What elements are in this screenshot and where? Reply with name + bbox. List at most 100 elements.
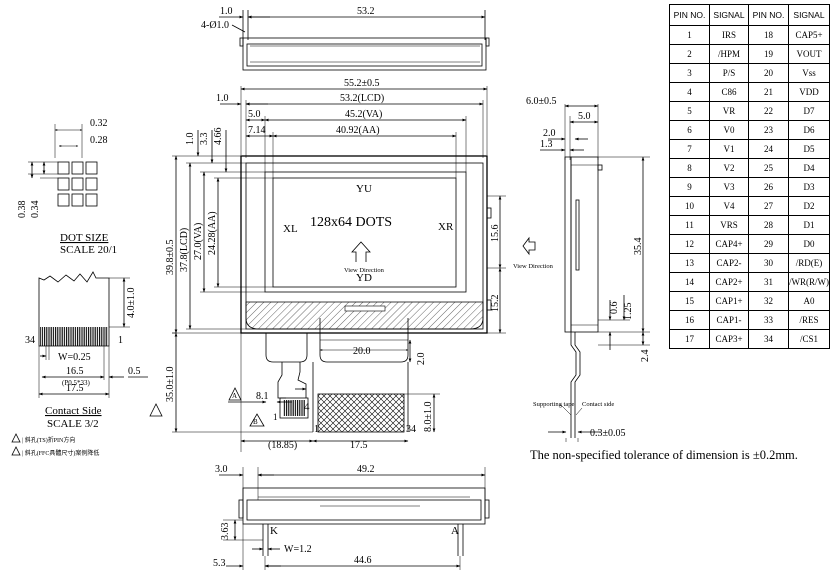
- dim-side-5-0: 5.0: [578, 111, 591, 122]
- contact-pin-34: 34: [25, 335, 35, 346]
- pin-number-cell: 20: [748, 63, 789, 83]
- tolerance-note: The non-specified tolerance of dimension…: [530, 448, 798, 462]
- signal-cell: D3: [788, 177, 830, 197]
- pin-number-cell: 14: [669, 272, 710, 292]
- label-contact-side: Contact side: [582, 401, 614, 408]
- signal-cell: CAP5+: [788, 25, 830, 45]
- signal-cell: VRS: [709, 215, 749, 235]
- signal-cell: IRS: [709, 25, 749, 45]
- legend-b: | 斜孔(FFC具體尺寸)案例降低: [22, 449, 99, 457]
- header-signal-2: SIGNAL: [788, 4, 830, 26]
- pin-number-cell: 11: [669, 215, 710, 235]
- top-view: 1.0 53.2 4-Ø1.0: [201, 6, 490, 71]
- signal-cell: D2: [788, 196, 830, 216]
- dim-20-0: 20.0: [353, 346, 371, 357]
- signal-cell: CAP3+: [709, 329, 749, 349]
- signal-cell: CAP1-: [709, 310, 749, 330]
- signal-cell: /WR(R/W): [788, 272, 830, 292]
- dim-v-1-0: 1.0: [185, 133, 196, 146]
- pin-number-cell: 34: [748, 329, 789, 349]
- signal-cell: CAP1+: [709, 291, 749, 311]
- signal-cell: D6: [788, 120, 830, 140]
- dim-55-2: 55.2±0.5: [344, 78, 380, 89]
- dim-0-38: 0.38: [17, 201, 28, 219]
- dim-0-5: 0.5: [128, 366, 141, 377]
- signal-cell: D4: [788, 158, 830, 178]
- pin-number-cell: 19: [748, 44, 789, 64]
- pin-number-cell: 31: [748, 272, 789, 292]
- pin-number-cell: 8: [669, 158, 710, 178]
- pin-number-cell: 18: [748, 25, 789, 45]
- signal-cell: /RES: [788, 310, 830, 330]
- dim-lcd: 53.2(LCD): [340, 93, 384, 104]
- header-pin-no-2: PIN NO.: [748, 4, 789, 26]
- signal-cell: P/S: [709, 63, 749, 83]
- pin-number-cell: 7: [669, 139, 710, 159]
- legend: | 斜孔(TS)折PIN方向 | 斜孔(FFC具體尺寸)案例降低: [11, 433, 99, 457]
- pin-number-cell: 16: [669, 310, 710, 330]
- signal-cell: /CS1: [788, 329, 830, 349]
- signal-cell: D5: [788, 139, 830, 159]
- signal-cell: CAP2+: [709, 272, 749, 292]
- dim-fpc-17-5: 17.5: [350, 440, 368, 451]
- pin-number-cell: 2: [669, 44, 710, 64]
- signal-cell: V2: [709, 158, 749, 178]
- pin-number-cell: 24: [748, 139, 789, 159]
- dim-49-2: 49.2: [357, 464, 375, 475]
- pin-number-cell: 9: [669, 177, 710, 197]
- signal-cell: CAP2-: [709, 253, 749, 273]
- dot-size-title: DOT SIZE: [60, 232, 109, 244]
- front-view: 55.2±0.5 1.0 53.2(LCD) 5.0 45.2(VA) 7.14…: [149, 78, 506, 452]
- contact-title: Contact Side: [45, 405, 102, 417]
- dot-size-scale: SCALE 20/1: [60, 244, 117, 256]
- pin-number-cell: 6: [669, 120, 710, 140]
- dim-7-14: 7.14: [248, 125, 266, 136]
- label-marker-4: 4: [304, 401, 310, 413]
- dim-3-3: 3.3: [199, 133, 210, 146]
- dim-18-85: (18.85): [268, 440, 297, 451]
- signal-cell: /HPM: [709, 44, 749, 64]
- label-pin-1: 1: [314, 424, 319, 435]
- dim-24-28: 24.28(AA): [207, 211, 218, 255]
- header-signal-1: SIGNAL: [709, 4, 749, 26]
- dim-contact-w: W=0.25: [58, 352, 91, 363]
- pin-number-cell: 22: [748, 101, 789, 121]
- contact-scale: SCALE 3/2: [47, 418, 99, 430]
- signal-cell: V0: [709, 120, 749, 140]
- dim-side-6-0: 6.0±0.5: [526, 96, 557, 107]
- marker-b-letter: B: [253, 418, 258, 426]
- dim-27-0: 27.0(VA): [193, 223, 204, 260]
- signal-cell: VR: [709, 101, 749, 121]
- contact-pin-1: 1: [118, 335, 123, 346]
- dim-side-1-3: 1.3: [540, 139, 553, 150]
- dim-35-4: 35.4: [633, 238, 644, 256]
- dim-37-8: 37.8(LCD): [179, 228, 190, 272]
- dim-44-6: 44.6: [354, 555, 372, 566]
- label-marker-1: 1: [273, 412, 278, 422]
- marker-a-triangle: [228, 387, 242, 401]
- signal-cell: /RD(E): [788, 253, 830, 273]
- pin-number-cell: 30: [748, 253, 789, 273]
- dim-39-8: 39.8±0.5: [165, 240, 176, 276]
- pin-number-cell: 32: [748, 291, 789, 311]
- pin-number-cell: 28: [748, 215, 789, 235]
- dim-top-hole: 4-Ø1.0: [201, 20, 229, 31]
- signal-cell: D7: [788, 101, 830, 121]
- label-supporting-tape: Supporting tape: [533, 401, 574, 408]
- dot-grid: [57, 161, 98, 207]
- dim-pitch: (P0.5*33): [62, 379, 90, 387]
- pin-number-cell: 4: [669, 82, 710, 102]
- signal-cell: V3: [709, 177, 749, 197]
- label-yd: YD: [356, 272, 372, 284]
- pin-number-cell: 15: [669, 291, 710, 311]
